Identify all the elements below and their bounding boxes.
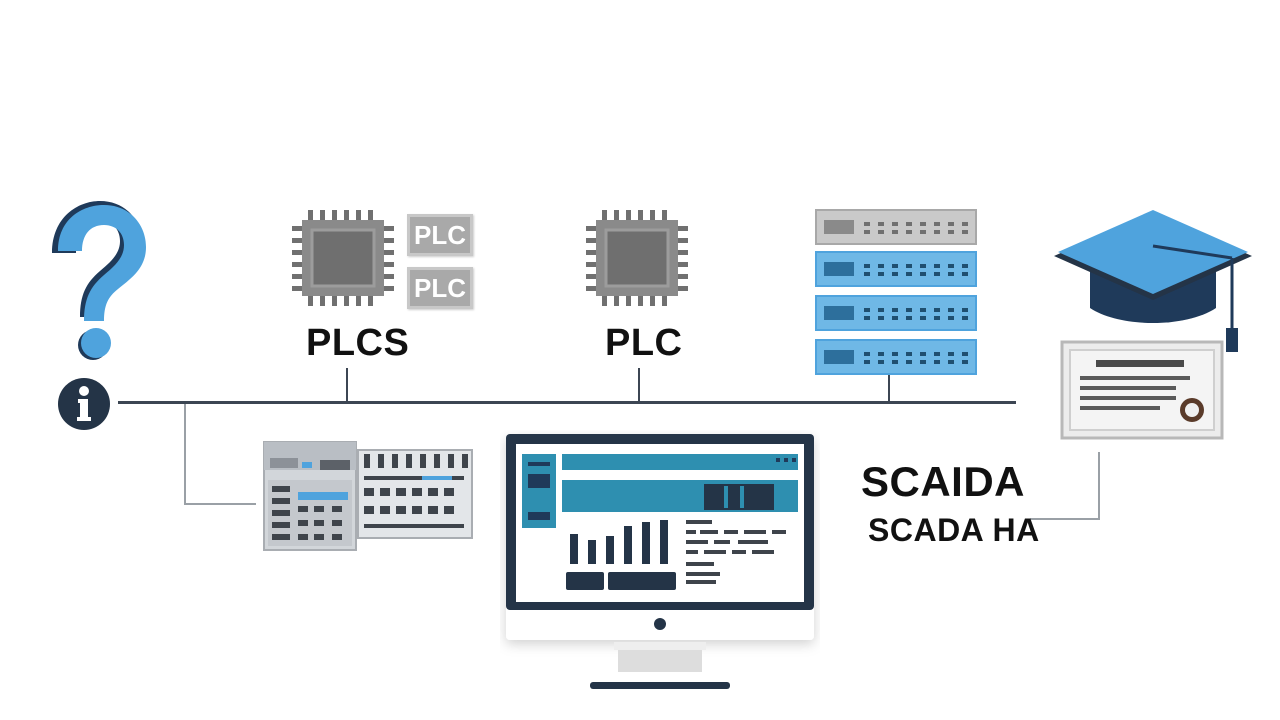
plc-badge-top: PLC — [407, 214, 473, 256]
question-mark-icon — [52, 201, 146, 360]
scaida-label: SCAIDA — [861, 458, 1026, 505]
certificate-icon — [1060, 340, 1224, 440]
plc-badge-bottom: PLC — [407, 267, 473, 309]
plcs-label: PLCS — [306, 322, 410, 364]
network-bus-line — [118, 401, 1016, 404]
connector-controller-vertical — [184, 404, 186, 504]
connector-plcs — [346, 368, 348, 402]
graduation-cap-icon — [1054, 210, 1252, 352]
plc-label: PLC — [605, 322, 683, 364]
connector-certificate-horizontal — [1030, 518, 1100, 520]
server-rack-icon — [815, 209, 977, 375]
connector-server — [888, 374, 890, 402]
connector-certificate-vertical — [1098, 452, 1100, 520]
connector-controller-horizontal — [184, 503, 256, 505]
scada-ha-label: SCADA HA — [868, 512, 1040, 548]
microchip-icon — [292, 210, 394, 306]
industrial-controller-icon — [263, 441, 473, 551]
microchip-icon — [586, 210, 688, 306]
connector-plc — [638, 368, 640, 402]
monitor-dashboard-icon — [506, 434, 814, 689]
info-icon — [58, 378, 110, 430]
